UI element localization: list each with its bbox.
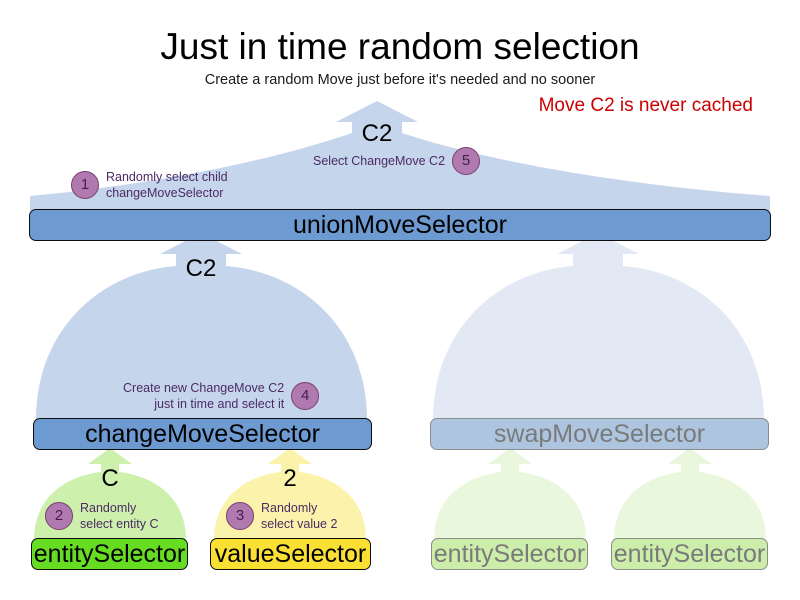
step-4-text: Create new ChangeMove C2 just in time an… <box>123 381 285 411</box>
node-union-move-selector[interactable]: unionMoveSelector <box>29 209 771 241</box>
step-3-badge: 3 <box>226 502 254 530</box>
node-change-move-selector[interactable]: changeMoveSelector <box>33 418 372 450</box>
flow-label-union-out: C2 <box>361 120 393 147</box>
flow-label-value-out: 2 <box>283 465 297 492</box>
node-swap-entity-selector-left[interactable]: entitySelector <box>431 538 588 570</box>
step-3-text: Randomly select value 2 <box>261 501 338 531</box>
node-value-selector[interactable]: valueSelector <box>210 538 371 570</box>
node-entity-selector[interactable]: entitySelector <box>31 538 188 570</box>
step-5-text: Select ChangeMove C2 <box>313 154 446 168</box>
step-1: 1 Randomly select child changeMoveSelect… <box>71 169 228 201</box>
arrow-union-to-top <box>30 101 770 211</box>
arrow-change-to-union <box>36 233 367 420</box>
flow-label-entity-out: C <box>101 465 119 492</box>
step-3: 3 Randomly select value 2 <box>226 500 337 532</box>
step-4-badge: 4 <box>291 382 320 410</box>
page-subtitle: Create a random Move just before it's ne… <box>204 72 596 88</box>
step-1-text: Randomly select child changeMoveSelector <box>106 170 228 200</box>
cache-note: Move C2 is never cached <box>538 95 753 116</box>
step-1-badge: 1 <box>71 171 99 199</box>
page-title: Just in time random selection <box>160 26 640 67</box>
flow-label-change-out: C2 <box>185 255 217 282</box>
node-swap-entity-selector-right[interactable]: entitySelector <box>611 538 768 570</box>
step-2: 2 Randomly select entity C <box>45 500 159 532</box>
arrow-swap-entity-right <box>614 448 766 540</box>
arrow-swap-entity-left <box>434 448 586 540</box>
node-swap-move-selector[interactable]: swapMoveSelector <box>430 418 769 450</box>
step-4: 4 Create new ChangeMove C2 just in time … <box>123 380 320 412</box>
step-2-text: Randomly select entity C <box>80 501 159 531</box>
step-5: 5 Select ChangeMove C2 <box>313 147 481 175</box>
arrow-swap-to-union <box>433 233 764 420</box>
step-5-badge: 5 <box>452 147 481 175</box>
step-2-badge: 2 <box>45 502 73 530</box>
